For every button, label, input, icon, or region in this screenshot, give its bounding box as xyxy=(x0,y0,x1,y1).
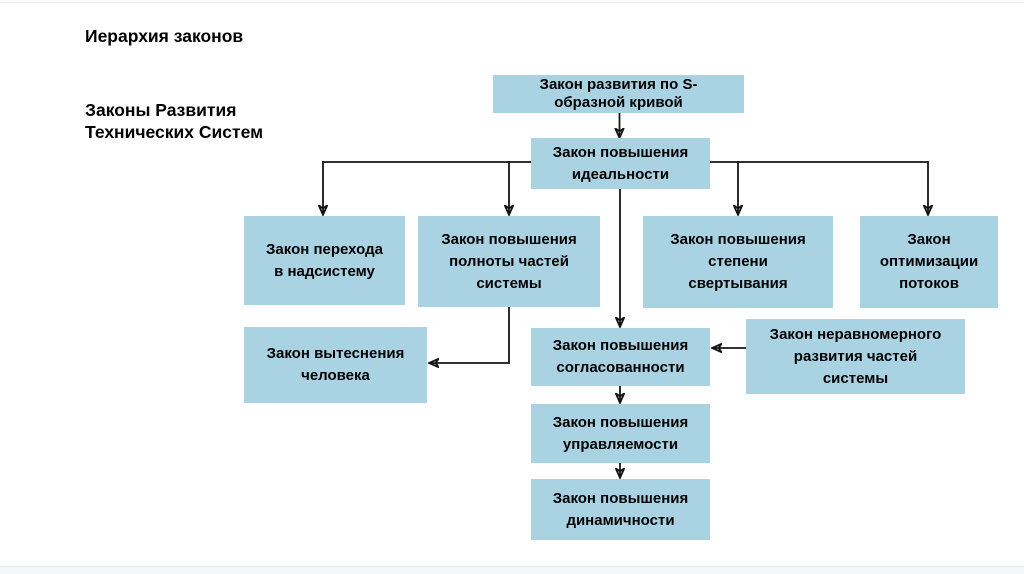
top-divider-line xyxy=(0,2,1024,3)
node-s-curve-law: Закон развития по S- образной кривой xyxy=(493,75,744,113)
node-coordination-law: Закон повышения согласованности xyxy=(531,328,710,386)
node-completeness-law: Закон повышения полноты частей системы xyxy=(418,216,600,307)
arrow-completeness-to-human xyxy=(430,306,510,363)
node-uneven-development-law: Закон неравномерного развития частей сис… xyxy=(746,319,965,394)
node-human-displacement-law: Закон вытеснения человека xyxy=(244,327,427,403)
node-supersystem-law: Закон перехода в надсистему xyxy=(244,216,405,305)
page-title: Иерархия законов xyxy=(85,26,244,46)
node-ideality-law: Закон повышения идеальности xyxy=(531,138,710,189)
node-flows-law: Закон оптимизации потоков xyxy=(860,216,998,308)
page-subtitle: Законы Развития Технических Систем xyxy=(85,100,264,142)
node-trimming-law: Закон повышения степени свертывания xyxy=(643,216,833,308)
node-dynamization-law: Закон повышения динамичности xyxy=(531,479,710,540)
node-controllability-law: Закон повышения управляемости xyxy=(531,404,710,463)
bottom-strip xyxy=(0,566,1024,574)
